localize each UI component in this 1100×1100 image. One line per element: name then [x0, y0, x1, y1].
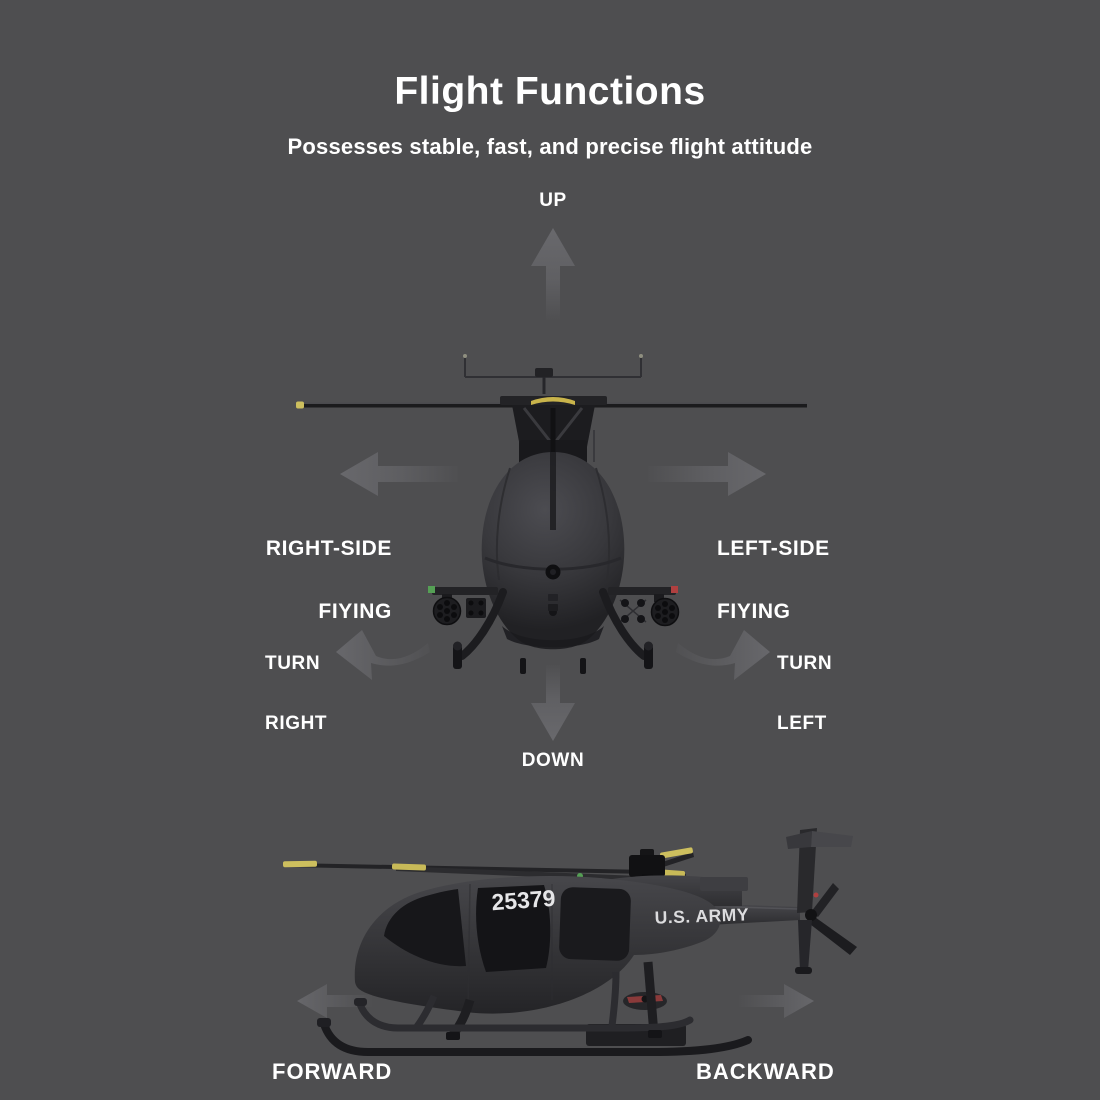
army-marking: U.S. ARMY — [654, 904, 749, 927]
tail-number-marking: 25379 — [491, 885, 557, 915]
backward-arrow-icon — [739, 984, 814, 1018]
label-backward: BACKWARD — [696, 1059, 835, 1084]
label-left-side-line1: LEFT-SIDE — [717, 537, 830, 560]
rocket-pod-left — [432, 594, 486, 626]
label-turn-right: TURN RIGHT — [265, 614, 327, 774]
page-subtitle: Possesses stable, fast, and precise flig… — [287, 134, 813, 159]
rotor-tip-light — [296, 401, 304, 409]
page-title: Flight Functions — [394, 70, 706, 113]
nav-light-red — [671, 586, 678, 593]
up-arrow-icon — [531, 228, 575, 320]
label-right-side-line1: RIGHT-SIDE — [265, 537, 392, 560]
turn-right-arrow-icon — [336, 630, 430, 680]
tail-light-red — [813, 892, 819, 898]
label-turn-right-line2: RIGHT — [265, 713, 328, 734]
label-right-side-flying: RIGHT-SIDE FIYING — [266, 496, 392, 664]
right-side-flying-arrow-icon — [340, 452, 458, 496]
label-down: DOWN — [521, 750, 585, 771]
label-right-side-line2: FIYING — [318, 600, 392, 623]
helicopter-side-view: 25379 U.S. ARMY — [282, 828, 857, 1056]
left-side-flying-arrow-icon — [648, 452, 766, 496]
label-left-side-line2: FIYING — [717, 600, 791, 623]
label-left-side-flying: LEFT-SIDE FIYING — [717, 496, 830, 664]
label-turn-left: TURN LEFT — [777, 614, 832, 774]
turn-left-arrow-icon — [676, 630, 770, 680]
nav-light-green — [428, 586, 435, 593]
label-turn-right-line1: TURN — [265, 653, 321, 674]
forward-arrow-icon — [297, 984, 372, 1018]
helicopter-front-view — [296, 354, 807, 674]
rocket-pod-right — [619, 594, 680, 627]
label-turn-left-line1: TURN — [777, 653, 833, 674]
label-turn-left-line2: LEFT — [777, 713, 827, 734]
label-up: UP — [539, 190, 567, 211]
down-arrow-icon — [531, 665, 575, 741]
label-forward: FORWARD — [272, 1059, 393, 1084]
